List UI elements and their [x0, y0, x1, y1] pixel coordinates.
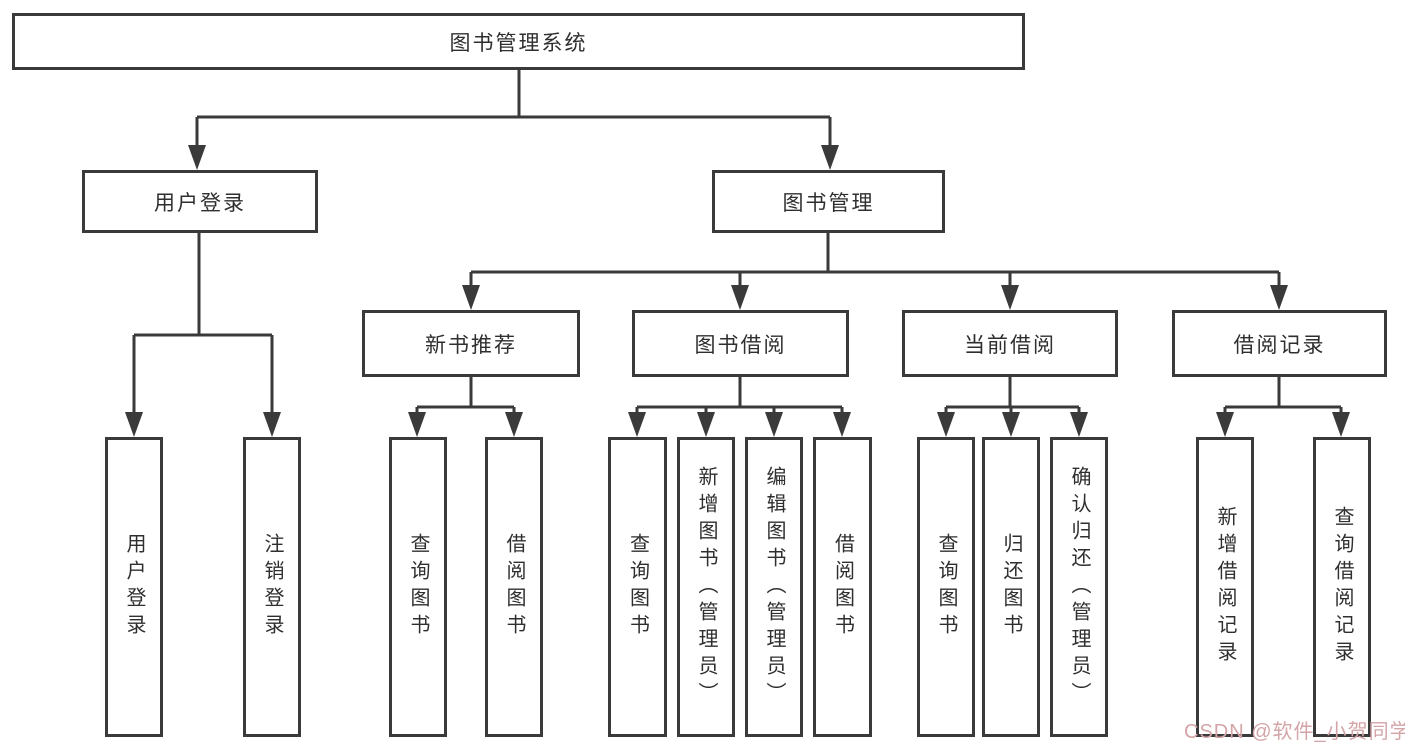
connector-current-borrow-branch — [944, 377, 1081, 414]
node-leaf-rec-borrow-books: 借阅图书 — [485, 437, 543, 737]
connector-book-borrow-branch — [635, 377, 844, 414]
node-leaf-user-login: 用户登录 — [105, 437, 163, 737]
node-leaf-bb-edit-books-admin: 编辑图书（管理员） — [745, 437, 803, 737]
node-label: 新增图书（管理员） — [695, 465, 717, 709]
connector-book-mgmt-branch — [469, 233, 1281, 287]
connector-borrow-records-branch — [1223, 377, 1343, 414]
node-label: 新增借阅记录 — [1214, 506, 1236, 668]
node-label: 查询图书 — [407, 533, 429, 641]
csdn-watermark: CSDN @软件_小贺同学 — [1184, 721, 1405, 743]
connector-root-branch — [195, 70, 832, 147]
node-library-management-system: 图书管理系统 — [12, 13, 1025, 70]
node-label: 查询图书 — [935, 533, 957, 641]
node-label: 归还图书 — [1000, 533, 1022, 641]
node-label: 新书推荐 — [425, 333, 517, 357]
node-current-borrowing: 当前借阅 — [902, 310, 1118, 377]
node-label: 借阅记录 — [1233, 333, 1326, 357]
node-label: 查询图书 — [626, 533, 649, 641]
node-label: 图书借阅 — [694, 333, 787, 357]
node-leaf-add-borrow-record: 新增借阅记录 — [1196, 437, 1254, 737]
node-book-management: 图书管理 — [712, 170, 945, 233]
node-label: 编辑图书（管理员） — [763, 465, 785, 709]
node-leaf-bb-add-books-admin: 新增图书（管理员） — [677, 437, 735, 737]
node-label: 当前借阅 — [964, 333, 1056, 357]
node-leaf-logout: 注销登录 — [243, 437, 301, 737]
node-label: 用户登录 — [123, 533, 145, 641]
node-leaf-cb-confirm-return-admin: 确认归还（管理员） — [1050, 437, 1108, 737]
node-leaf-query-borrow-record: 查询借阅记录 — [1313, 437, 1371, 737]
node-user-login: 用户登录 — [82, 170, 318, 233]
node-leaf-bb-query-books: 查询图书 — [608, 437, 667, 737]
node-label: 查询借阅记录 — [1331, 506, 1353, 668]
node-label: 图书管理系统 — [449, 31, 588, 55]
node-leaf-cb-return-books: 归还图书 — [982, 437, 1040, 737]
node-label: 确认归还（管理员） — [1068, 465, 1090, 709]
node-label: 借阅图书 — [503, 533, 525, 641]
node-label: 用户登录 — [154, 191, 246, 215]
node-new-book-recommendation: 新书推荐 — [362, 310, 580, 377]
node-leaf-cb-query-books: 查询图书 — [917, 437, 975, 737]
connector-user-login-branch — [132, 233, 274, 414]
node-borrowing-records: 借阅记录 — [1172, 310, 1387, 377]
node-label: 借阅图书 — [831, 533, 854, 641]
arrowheads — [125, 145, 1350, 437]
connector-new-book-rec-branch — [415, 377, 516, 414]
node-leaf-rec-query-books: 查询图书 — [389, 437, 447, 737]
node-label: 注销登录 — [261, 533, 283, 641]
node-label: 图书管理 — [782, 191, 875, 215]
node-leaf-bb-borrow-books: 借阅图书 — [813, 437, 872, 737]
node-book-borrowing: 图书借阅 — [632, 310, 849, 377]
